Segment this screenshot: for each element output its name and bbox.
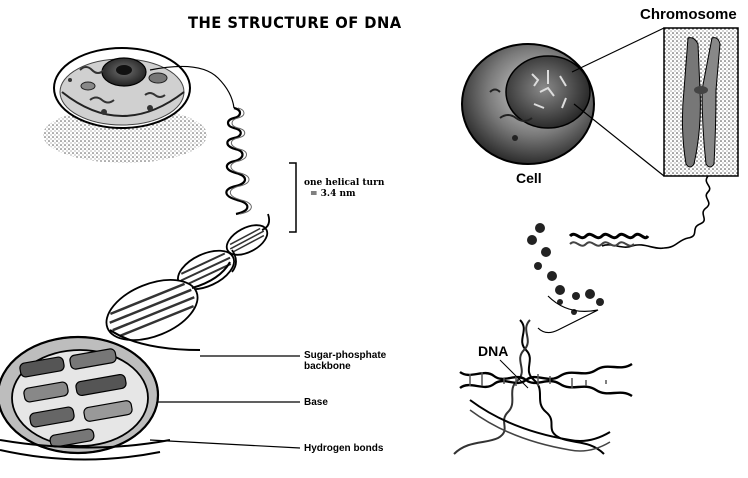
chromosome-label: Chromosome: [640, 6, 737, 23]
chromatin-strand: [570, 176, 710, 248]
helical-turn-label: one helical turn = 3.4 nm: [304, 178, 384, 200]
cell-label: Cell: [516, 170, 542, 186]
coiled-strand: [226, 108, 251, 214]
left-leader-lines: [150, 356, 300, 448]
right-double-helix: [454, 320, 632, 454]
left-cell: [43, 48, 207, 163]
sugar-phosphate-label: Sugar-phosphate backbone: [304, 350, 386, 372]
hydrogen-bonds-label: Hydrogen bonds: [304, 443, 383, 454]
helical-turn-bracket: [289, 163, 296, 232]
base-label: Base: [304, 397, 328, 408]
helical-turn-line1: one helical turn: [304, 178, 384, 189]
sugar-phosphate-line1: Sugar-phosphate: [304, 350, 386, 361]
dna-ribbon: [0, 214, 272, 460]
sugar-phosphate-line2: backbone: [304, 361, 386, 372]
page-title: THE STRUCTURE OF DNA: [188, 13, 402, 32]
dna-label: DNA: [478, 343, 508, 359]
chromosome-box: [664, 28, 738, 176]
linker-strand: [538, 296, 598, 333]
helical-turn-line2: = 3.4 nm: [304, 189, 384, 200]
